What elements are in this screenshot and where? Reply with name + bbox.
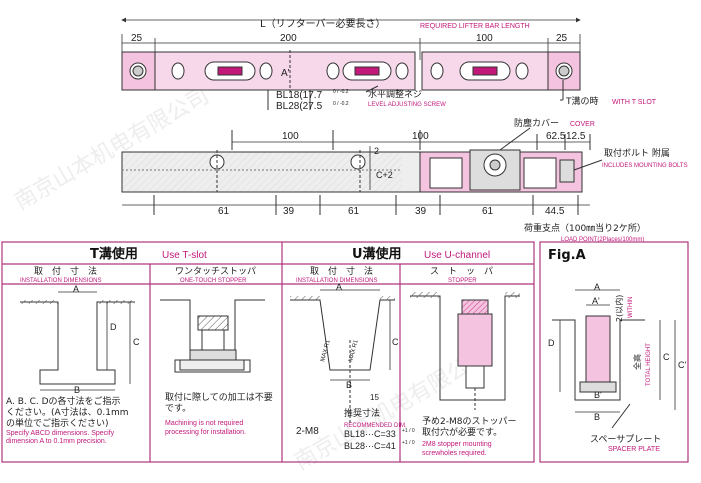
bl28-tol: 0 / -0.2 (333, 101, 349, 107)
tslot-note-jp-2: ください。(A寸法は、0.1mm (6, 406, 129, 418)
uchan-bl18c: BL18···C=33 (344, 429, 396, 439)
top-view: L（リフターバー必要長さ） REQUIRED LIFTER BAR LENGTH… (121, 17, 657, 112)
uchan-install-jp: 取 付 寸 法 (310, 265, 373, 277)
uchan-stopper-note-en-2: screwholes required. (422, 450, 487, 457)
uchan-label-b: B (346, 380, 352, 390)
tslot-stopper-en: ONE-TOUCH STOPPER (180, 278, 247, 284)
watermark-text-1: 南京山本机电有限公司 (11, 84, 214, 216)
length-label-jp: L（リフターバー必要長さ） (260, 17, 385, 30)
bottom-dim-61a: 61 (218, 206, 230, 217)
uchan-rec-en: RECOMMENDED DIM. (344, 423, 407, 429)
dim-25-left: 25 (131, 33, 143, 44)
uchan-stopper-jp: ス ト ッ パ (430, 266, 493, 277)
uchan-maxr1-b: MAX R1 (348, 339, 360, 363)
stopper-note-en-2: processing for installation. (165, 429, 246, 436)
bolts-en: INCLUDES MOUNTING BOLTS (602, 163, 688, 169)
dim-25-right: 25 (556, 33, 568, 44)
figa-label-b: B (594, 412, 600, 422)
cover-jp: 防塵カバー (514, 117, 559, 129)
bl18-tol: 0 / -0.2 (333, 89, 349, 95)
tslot-label-d: D (110, 322, 117, 332)
tslot-note-jp-1: A. B. C. Dの各寸法をご指示 (6, 395, 121, 407)
dim-200: 200 (280, 33, 297, 44)
uchan-label-a: A (336, 282, 342, 292)
tslot-drawing: A B C D (20, 284, 140, 395)
tslot-install-jp: 取 付 寸 法 (34, 265, 97, 277)
bl18-label: BL18(17.7 (276, 90, 323, 101)
tslot-label-b: B (74, 385, 80, 395)
stopper-note-jp-2: です。 (165, 403, 191, 414)
tslot-note-en-2: dimension A to 0.1mm precision. (6, 438, 107, 445)
uchan-stopper-note-jp-2: 取付穴が必要です。 (422, 426, 502, 438)
figa-total-en: TOTAL HEIGHT (646, 343, 652, 386)
figa-within-en: WITHIN (628, 297, 634, 318)
bottom-dim-39b: 39 (415, 206, 427, 217)
load-jp: 荷重支点（100㎜当り2ケ所） (524, 222, 646, 234)
tslot-note-en-1: Specify ABCD dimensions. Specify (6, 430, 115, 437)
uchan-title-en: Use U-channel (424, 250, 490, 261)
uchan-m8: 2-M8 (296, 426, 319, 437)
bl28-label: BL28(27.5 (276, 101, 323, 112)
tslot-install-en: INSTALLATION DIMENSIONS (20, 278, 101, 284)
fig-a: Fig.A A A' 2(以内) WITHIN 全高 TOTAL HEIGHT … (548, 248, 686, 453)
figa-label-a2: A' (592, 296, 600, 306)
tslot-stopper-jp: ワンタッチストッパ (175, 266, 256, 277)
load-en: LOAD POINT(2Places/100mm) (561, 237, 644, 243)
side-dim-62-5: 62.5 (546, 131, 566, 142)
tslot-label-a: A (73, 284, 79, 294)
uchan-dim-15: 15 (370, 393, 379, 402)
figa-title: Fig.A (548, 248, 586, 263)
cover-en: COVER (570, 121, 595, 128)
figa-label-d: D (548, 338, 555, 348)
dim-100-top: 100 (476, 33, 493, 44)
uchan-rec-jp: 推奨寸法 (344, 407, 380, 419)
section-a-label: A' (281, 68, 290, 79)
tslot-note-jp-3: の単位でご指示ください) (6, 417, 109, 429)
bottom-dim-61b: 61 (348, 206, 360, 217)
side-dim-12-5: 12.5 (566, 131, 586, 142)
uchan-label-c: C (392, 337, 399, 347)
tslot-jp: T溝の時 (565, 95, 599, 107)
figa-total-jp: 全高 (632, 354, 642, 370)
bottom-dim-61c: 61 (482, 206, 494, 217)
level-screw-en: LEVEL ADJUSTING SCREW (368, 102, 446, 108)
figa-spacer-jp: スペーサプレート (590, 434, 661, 445)
stopper-note-en-1: Machining is not required (165, 420, 243, 427)
stopper-note-jp-1: 取付に際しての加工は不要 (165, 391, 273, 403)
bottom-dim-44-5: 44.5 (545, 206, 565, 217)
uchan-stopper-en: STOPPER (448, 278, 477, 284)
one-touch-stopper-drawing (160, 299, 265, 373)
tslot-title-jp: T溝使用 (90, 246, 138, 262)
side-dim-c2: C+2 (376, 170, 393, 180)
uchan-tol-c2: +1 / 0 (402, 440, 415, 446)
figa-label-a: A (594, 282, 600, 292)
uchan-bl28c: BL28···C=41 (344, 441, 396, 451)
uchan-install-en: INSTALLATION DIMENSIONS (296, 278, 377, 284)
uchan-maxr1-a: MAX R1 (320, 339, 332, 363)
uchan-stopper-note-jp-1: 予め2-M8のストッパー (422, 416, 516, 427)
bottom-dim-39a: 39 (283, 206, 295, 217)
uchannel-stopper-drawing (410, 292, 520, 410)
figa-within-jp: 2(以内) (614, 295, 624, 322)
uchan-stopper-note-en-1: 2M8 stopper mounting (422, 441, 492, 448)
tslot-title-en: Use T-slot (162, 250, 207, 261)
bolts-jp: 取付ボルト 附属 (604, 147, 670, 159)
side-view: 100 100 62.5 12.5 防塵カバー COVER 2 C+2 取付ボル… (121, 117, 688, 243)
figa-spacer-en: SPACER PLATE (608, 446, 660, 453)
bottom-panels (1, 241, 689, 463)
tslot-label-c: C (133, 337, 140, 347)
figa-label-c2: C' (678, 360, 686, 370)
length-label-en: REQUIRED LIFTER BAR LENGTH (420, 23, 530, 30)
uchannel-drawing: A B C MAX R1 MAX R1 15 (290, 282, 399, 425)
tslot-en: WITH T SLOT (612, 99, 657, 106)
uchan-tol-c1: +1 / 0 (402, 428, 415, 434)
side-dim-100a: 100 (282, 131, 299, 142)
level-screw-jp: 水平調整ネジ (368, 88, 422, 100)
figa-label-c: C (663, 352, 670, 362)
figa-label-b2: B' (594, 390, 602, 400)
side-dim-100b: 100 (412, 131, 429, 142)
side-dim-2: 2 (374, 146, 379, 156)
uchan-title-jp: U溝使用 (352, 246, 402, 262)
